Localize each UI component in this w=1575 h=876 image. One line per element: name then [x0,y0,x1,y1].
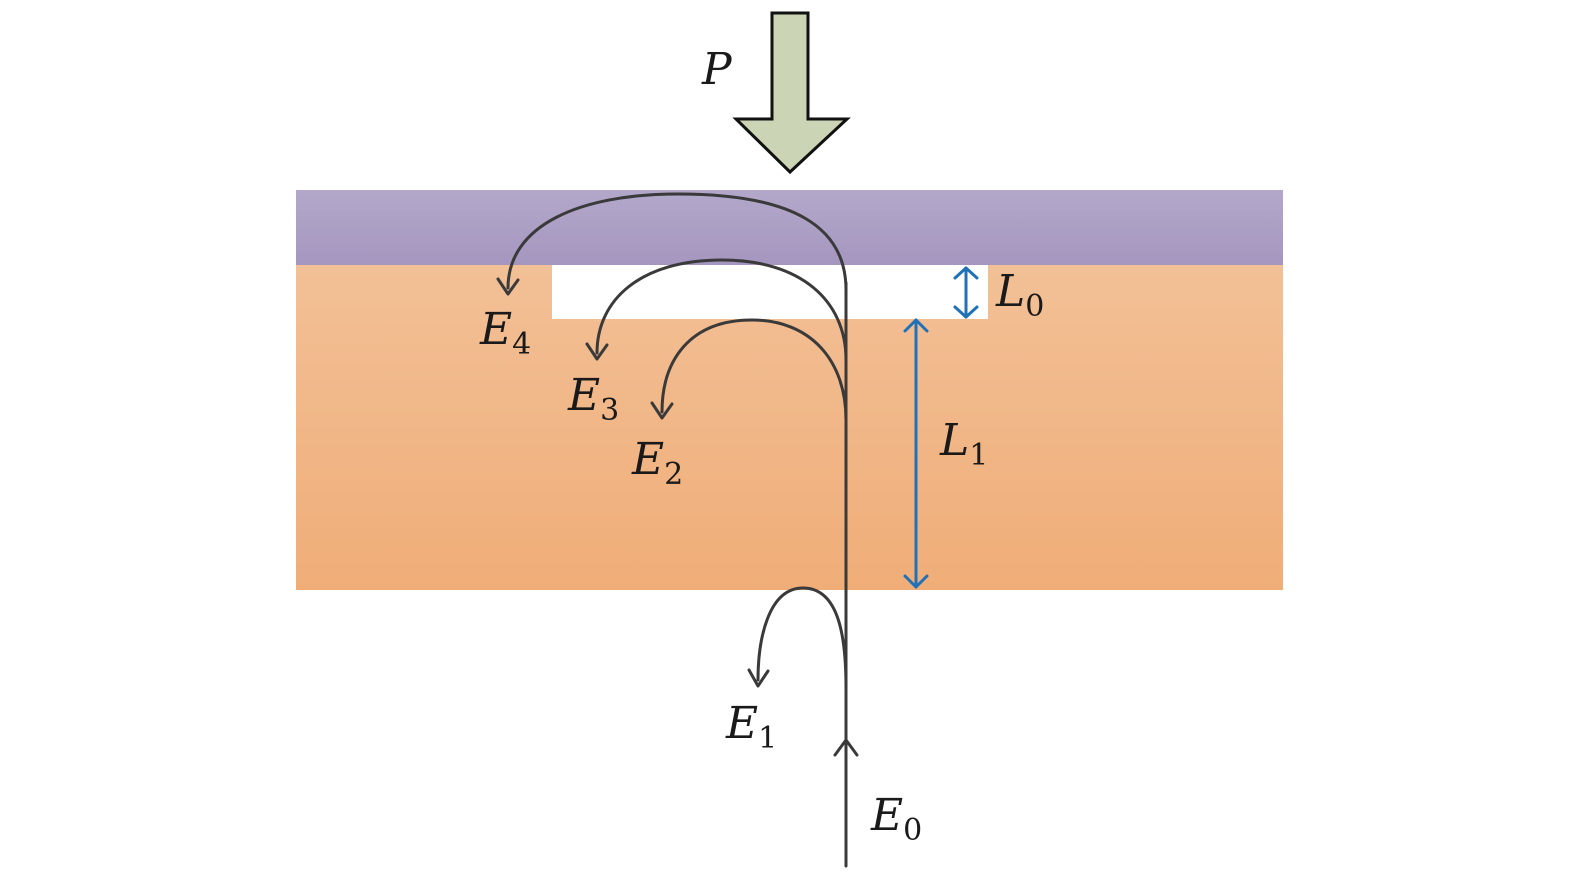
substrate-layer [296,265,1283,590]
label-E0: E0 [870,790,922,848]
arc-E4 [506,192,848,292]
arc-E2-arrowhead [650,401,674,420]
arc-E1 [756,586,848,690]
label-E1: E1 [725,698,777,756]
arc-E2 [660,318,848,422]
L1-arrowhead-top [903,318,929,333]
gap-layer [552,265,988,319]
arc-E3 [595,258,848,362]
label-L0: L0 [995,266,1044,324]
arc-E4-arrowhead [496,277,520,296]
arc-E1-arrowhead [747,668,770,688]
label-E2: E2 [631,434,683,492]
L0-arrowhead-top [953,266,979,280]
arc-E3-arrowhead [585,342,609,361]
L1-arrowhead-bottom [903,574,929,589]
label-E3: E3 [567,370,619,428]
top-layer [296,190,1283,265]
L0-arrowhead-bottom [953,305,979,319]
label-E4: E4 [479,304,531,362]
pressure-arrow [732,11,851,175]
pressure-label: P [701,44,733,95]
label-L1: L1 [939,415,988,473]
incoming-ray-arrowhead [833,738,859,757]
